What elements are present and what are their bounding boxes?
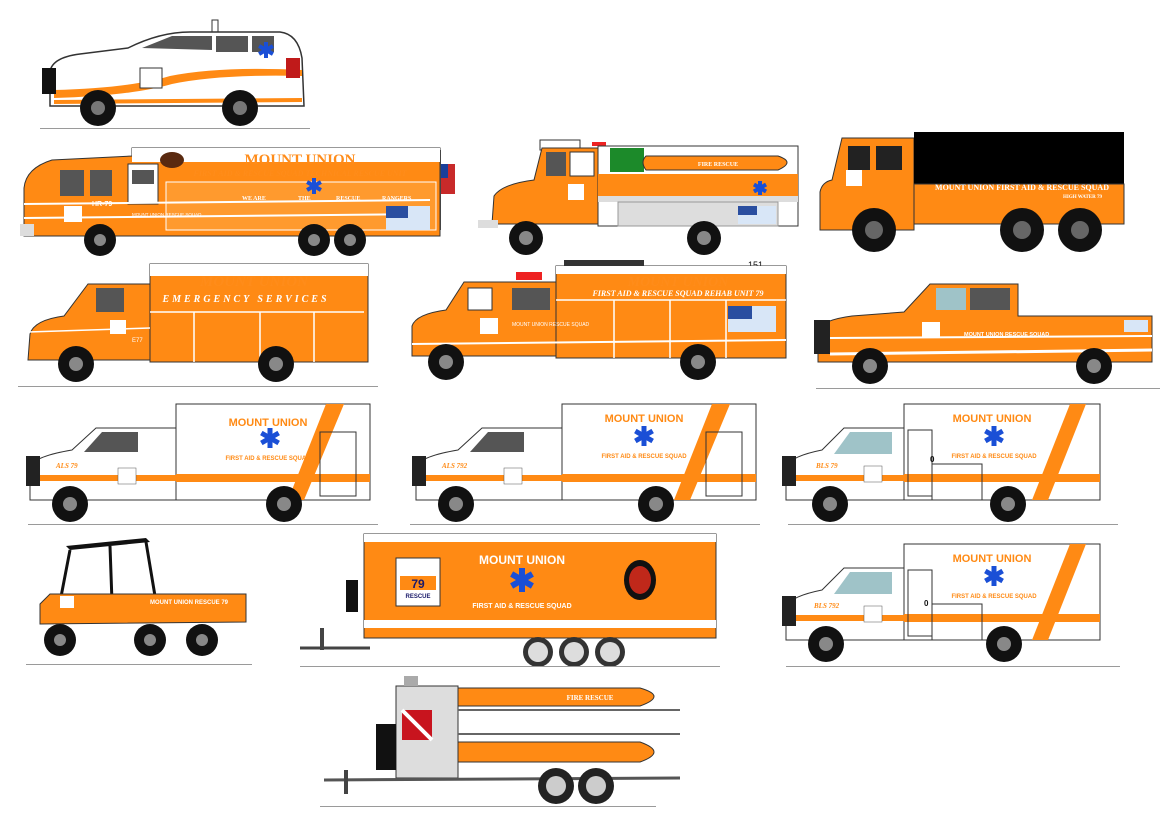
ground-line: [320, 806, 656, 807]
squad-logo-icon: [863, 465, 883, 483]
squad-logo-icon: [60, 596, 74, 608]
vehicle-ambulance-3: 0 MOUNT UNION FIRST AID & RESCUE SQUAD B…: [782, 403, 1104, 526]
squad-logo-icon: [117, 467, 137, 485]
high-water-title: MOUNT UNION FIRST AID & RESCUE SQUAD: [935, 183, 1109, 192]
squad-logo-icon: [503, 467, 523, 485]
vehicle-high-water: MOUNT UNION FIRST AID & RESCUE SQUAD HIG…: [818, 132, 1128, 260]
boat-text: FIRE RESCUE: [567, 694, 614, 702]
amb1-subtitle: FIRST AID & RESCUE SQUAD: [225, 456, 311, 462]
amb3-unit: BLS 79: [815, 462, 838, 470]
vehicle-utv: MOUNT UNION RESCUE 79: [30, 532, 252, 664]
ground-line: [40, 128, 310, 129]
amb1-unit: ALS 79: [55, 462, 78, 470]
star-of-life-icon: [510, 568, 534, 592]
squad-logo-icon: [480, 318, 498, 334]
star-of-life-icon: [634, 426, 654, 446]
vehicle-ambulance-1: MOUNT UNION FIRST AID & RESCUE SQUAD ALS…: [26, 403, 376, 526]
high-water-sub: HIGH WATER 79: [1063, 195, 1102, 200]
amb2-subtitle: FIRST AID & RESCUE SQUAD: [601, 454, 687, 460]
ground-line: [26, 664, 252, 665]
star-of-life-icon: [306, 178, 322, 194]
brush-boat-text: FIRE RESCUE: [698, 162, 738, 168]
slogan-1: WE ARE: [242, 196, 266, 202]
pickup-door-text: MOUNT UNION RESCUE SQUAD: [964, 332, 1049, 338]
star-of-life-icon: [752, 181, 768, 195]
amb4-title: MOUNT UNION: [953, 553, 1032, 565]
heavy-rescue-title: MOUNT UNION: [245, 152, 356, 168]
utv-text: MOUNT UNION RESCUE 79: [150, 600, 229, 606]
rescue-boat-lower: [450, 741, 655, 763]
amb2-unit: ALS 792: [441, 462, 468, 470]
ground-line: [788, 524, 1118, 525]
ems-unit-number: E77: [132, 338, 143, 344]
ground-line: [18, 386, 378, 387]
ground-line: [28, 524, 378, 525]
ground-line: [816, 388, 1160, 389]
trailer-logo-text: RESCUE: [405, 594, 430, 600]
squad-emblem-icon: [160, 152, 184, 168]
heavy-rescue-door-text: MOUNT UNION RESCUE SQUAD: [132, 212, 202, 217]
slogan-3: RESCUE: [336, 196, 360, 202]
amb3-subtitle: FIRST AID & RESCUE SQUAD: [951, 454, 1037, 460]
vehicle-pickup: MOUNT UNION RESCUE SQUAD: [812, 276, 1162, 388]
vehicle-boat-trailer: FIRE RESCUE: [320, 676, 704, 812]
amb2-title: MOUNT UNION: [605, 413, 684, 425]
flag-graphic: [1124, 320, 1148, 332]
vehicle-ambulance-4: 0 MOUNT UNION FIRST AID & RESCUE SQUAD B…: [782, 543, 1104, 668]
star-of-life-icon: [984, 566, 1004, 586]
rehab-title: MOUNT UNION: [627, 275, 730, 290]
cargo-tarp: [914, 132, 1124, 184]
amb1-title: MOUNT UNION: [229, 417, 308, 429]
slogan-4: RANGERS: [382, 196, 412, 202]
trailer-subtitle: FIRST AID & RESCUE SQUAD: [472, 603, 571, 610]
heavy-rescue-unit: HR-79: [92, 201, 112, 208]
ems-subtitle: EMERGENCY SERVICES: [161, 294, 329, 305]
vehicle-brush-truck: FIRE RESCUE: [478, 134, 804, 258]
ground-line: [300, 666, 720, 667]
amb4-subtitle: FIRST AID & RESCUE SQUAD: [951, 594, 1037, 600]
ground-line: [410, 524, 760, 525]
amb3-title: MOUNT UNION: [953, 413, 1032, 425]
amb4-unit: BLS 792: [813, 602, 840, 610]
heavy-rescue-subtitle: FIRST AID & RESCUE SQUAD TECHNICAL RESCU…: [192, 169, 407, 178]
amb4-marker: 0: [924, 599, 929, 608]
pump-unit: [610, 148, 644, 172]
star-of-life-icon: [258, 42, 274, 58]
rehab-door-text: MOUNT UNION RESCUE SQUAD: [512, 322, 590, 328]
vehicle-trailer: 79 RESCUE MOUNT UNION FIRST AID & RESCUE…: [300, 532, 720, 668]
vehicle-ems-unit: MOUNT UNION EMERGENCY SERVICES E77: [24, 262, 374, 388]
squad-logo-icon: [110, 320, 126, 334]
star-of-life-icon: [984, 426, 1004, 446]
trailer-title: MOUNT UNION: [479, 553, 565, 567]
squad-logo-icon: [568, 184, 584, 200]
squad-logo-icon: [846, 170, 862, 186]
vehicle-rehab-unit: 151 MOUNT UNION FIRST AID & RESCUE SQUAD…: [408, 260, 792, 386]
squad-logo-icon: [863, 605, 883, 623]
squad-logo-icon: [64, 206, 82, 222]
vehicle-suv: [40, 18, 310, 130]
rescue-boat-upper: [450, 687, 655, 707]
rehab-subtitle: FIRST AID & RESCUE SQUAD REHAB UNIT 79: [591, 289, 763, 298]
ground-line: [786, 666, 1120, 667]
slogan-2: THE: [298, 196, 311, 202]
trailer-logo-number: 79: [411, 577, 425, 591]
squad-logo-icon: [922, 322, 940, 338]
vehicle-heavy-rescue: MOUNT UNION FIRST AID & RESCUE SQUAD TEC…: [20, 140, 460, 258]
rehab-roof-number: 151: [748, 260, 763, 270]
vehicle-ambulance-2: MOUNT UNION FIRST AID & RESCUE SQUAD ALS…: [412, 403, 762, 526]
amb3-marker: 0: [930, 455, 935, 464]
ems-title: MOUNT UNION: [199, 274, 309, 290]
star-of-life-icon: [260, 428, 280, 448]
